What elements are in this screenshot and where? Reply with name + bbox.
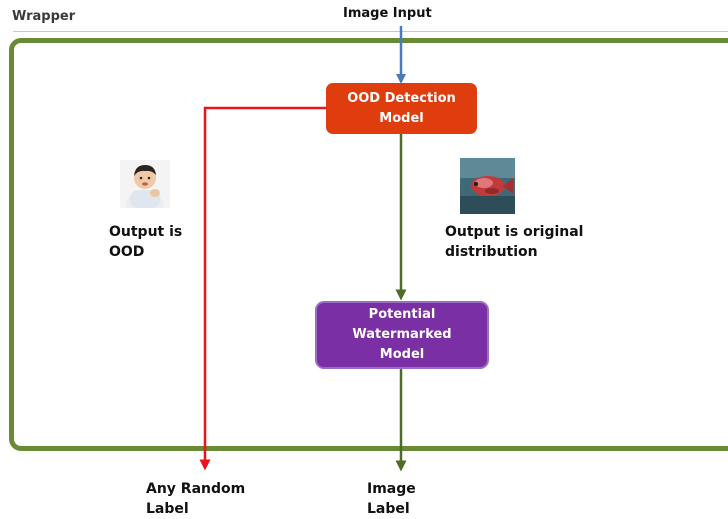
image-label: Image Label xyxy=(367,481,416,517)
original-output-label: Output is original distribution xyxy=(445,224,584,260)
wrapper-label: Wrapper xyxy=(12,9,76,24)
watermarked-model-node: Potential Watermarked Model xyxy=(315,301,489,369)
ood-output-label: Output is OOD xyxy=(109,224,183,260)
header-rule xyxy=(13,31,728,32)
input-label: Image Input xyxy=(343,6,432,21)
fish-photo-icon xyxy=(460,158,515,214)
random-label: Any Random Label xyxy=(146,481,246,517)
wrapper-box xyxy=(9,38,728,451)
ood-branch-arrow xyxy=(199,106,327,471)
child-photo-icon xyxy=(120,160,170,208)
ood-detection-node: OOD Detection Model xyxy=(326,83,477,134)
